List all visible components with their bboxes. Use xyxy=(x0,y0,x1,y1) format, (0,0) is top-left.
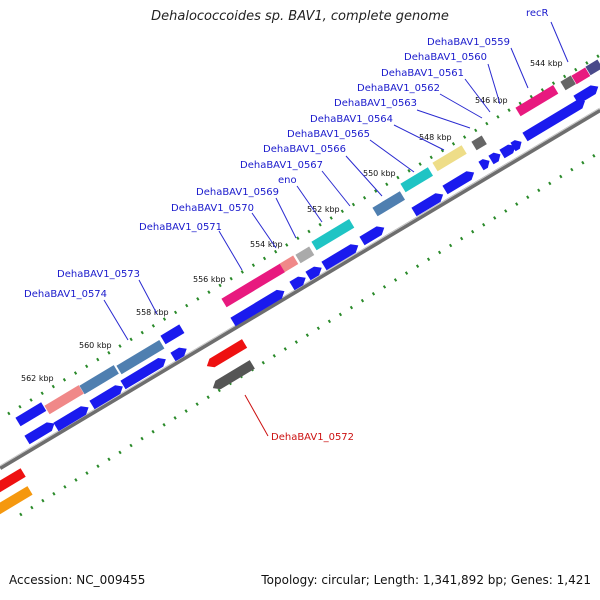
gene-block[interactable] xyxy=(15,402,47,427)
gene-label-recR[interactable]: recR xyxy=(526,8,549,19)
gene-label-0565[interactable]: DehaBAV1_0565 xyxy=(287,129,370,140)
gene-label-0567[interactable]: DehaBAV1_0567 xyxy=(240,160,323,171)
gene-block[interactable] xyxy=(515,85,559,117)
gene-arrow[interactable] xyxy=(510,138,524,152)
gene-block[interactable] xyxy=(311,219,355,251)
gene-label-eno[interactable]: eno xyxy=(278,175,297,186)
tick-label: 552 kbp xyxy=(307,205,340,214)
tick-label: 548 kbp xyxy=(419,133,452,142)
gene-label-0562[interactable]: DehaBAV1_0562 xyxy=(357,83,440,94)
gene-label-0563[interactable]: DehaBAV1_0563 xyxy=(334,98,417,109)
tick-label: 556 kbp xyxy=(193,275,226,284)
genome-summary-text: Topology: circular; Length: 1,341,892 bp… xyxy=(261,573,591,587)
tick-label: 554 kbp xyxy=(250,240,283,249)
gene-arrow[interactable] xyxy=(411,190,445,217)
gene-label-0560[interactable]: DehaBAV1_0560 xyxy=(404,52,487,63)
gene-arrow[interactable] xyxy=(289,273,308,291)
upper-strand-genes xyxy=(15,59,600,427)
tick-label: 544 kbp xyxy=(530,59,563,68)
gene-block[interactable] xyxy=(0,486,33,517)
gene-label-0574[interactable]: DehaBAV1_0574 xyxy=(24,289,107,300)
gene-block[interactable] xyxy=(400,167,434,193)
gene-label-0570[interactable]: DehaBAV1_0570 xyxy=(171,203,254,214)
gene-block[interactable] xyxy=(585,59,600,76)
gene-label-0559[interactable]: DehaBAV1_0559 xyxy=(427,37,510,48)
gene-arrow[interactable] xyxy=(359,223,386,246)
gene-block[interactable] xyxy=(79,365,119,395)
gene-arrow[interactable] xyxy=(120,355,168,390)
gene-block[interactable] xyxy=(221,263,285,308)
accession-text: Accession: NC_009455 xyxy=(9,573,146,587)
gene-block[interactable] xyxy=(116,339,165,375)
gene-arrow[interactable] xyxy=(488,150,503,165)
gene-arrow[interactable] xyxy=(522,97,587,142)
leader-line-highlight xyxy=(244,394,269,437)
gene-block[interactable] xyxy=(471,135,487,151)
gene-arrow[interactable] xyxy=(53,403,91,432)
gene-label-0571[interactable]: DehaBAV1_0571 xyxy=(139,222,222,233)
gene-label-0566[interactable]: DehaBAV1_0566 xyxy=(263,144,346,155)
gene-arrow[interactable] xyxy=(321,241,360,271)
gene-label-0572[interactable]: DehaBAV1_0572 xyxy=(271,432,354,443)
reverse-strand-genes xyxy=(0,339,255,517)
gene-arrow[interactable] xyxy=(89,382,125,410)
gene-label-0564[interactable]: DehaBAV1_0564 xyxy=(310,114,393,125)
genome-title: Dehalococcoides sp. BAV1, complete genom… xyxy=(151,9,449,24)
gene-block[interactable] xyxy=(160,324,185,345)
gene-label-0561[interactable]: DehaBAV1_0561 xyxy=(381,68,464,79)
gene-arrow[interactable] xyxy=(230,287,287,327)
gene-block[interactable] xyxy=(571,67,591,85)
gene-arrow[interactable] xyxy=(573,82,600,105)
gene-arrow[interactable] xyxy=(478,157,492,171)
gene-block[interactable] xyxy=(372,191,406,217)
gene-labels: recR DehaBAV1_0559 DehaBAV1_0560 DehaBAV… xyxy=(24,8,549,443)
gene-block[interactable] xyxy=(432,145,467,172)
gene-block[interactable] xyxy=(44,385,84,415)
tick-label: 560 kbp xyxy=(79,341,112,350)
gene-arrow[interactable] xyxy=(170,344,189,362)
gene-block[interactable] xyxy=(560,75,576,91)
gene-arrow[interactable] xyxy=(442,168,476,195)
gene-block[interactable] xyxy=(279,255,299,273)
gene-arrow[interactable] xyxy=(24,419,57,445)
tick-label: 546 kbp xyxy=(475,96,508,105)
gene-arrow[interactable] xyxy=(499,141,518,159)
gene-label-0573[interactable]: DehaBAV1_0573 xyxy=(57,269,140,280)
gene-block[interactable] xyxy=(0,468,26,495)
gene-block[interactable] xyxy=(295,246,315,264)
genome-backbone xyxy=(0,108,600,470)
tick-label: 558 kbp xyxy=(136,308,169,317)
gene-arrow[interactable] xyxy=(305,263,324,281)
leader-lines xyxy=(103,21,569,341)
forward-strand-genes xyxy=(24,82,600,445)
gene-arrow-reverse[interactable] xyxy=(204,339,248,370)
tick-track-outer xyxy=(7,53,600,416)
tick-label: 562 kbp xyxy=(21,374,54,383)
ruler-labels: 544 kbp 546 kbp 548 kbp 550 kbp 552 kbp … xyxy=(21,59,563,383)
gene-arrow-reverse[interactable] xyxy=(210,360,255,392)
gene-label-0569[interactable]: DehaBAV1_0569 xyxy=(196,187,279,198)
tick-label: 550 kbp xyxy=(363,169,396,178)
